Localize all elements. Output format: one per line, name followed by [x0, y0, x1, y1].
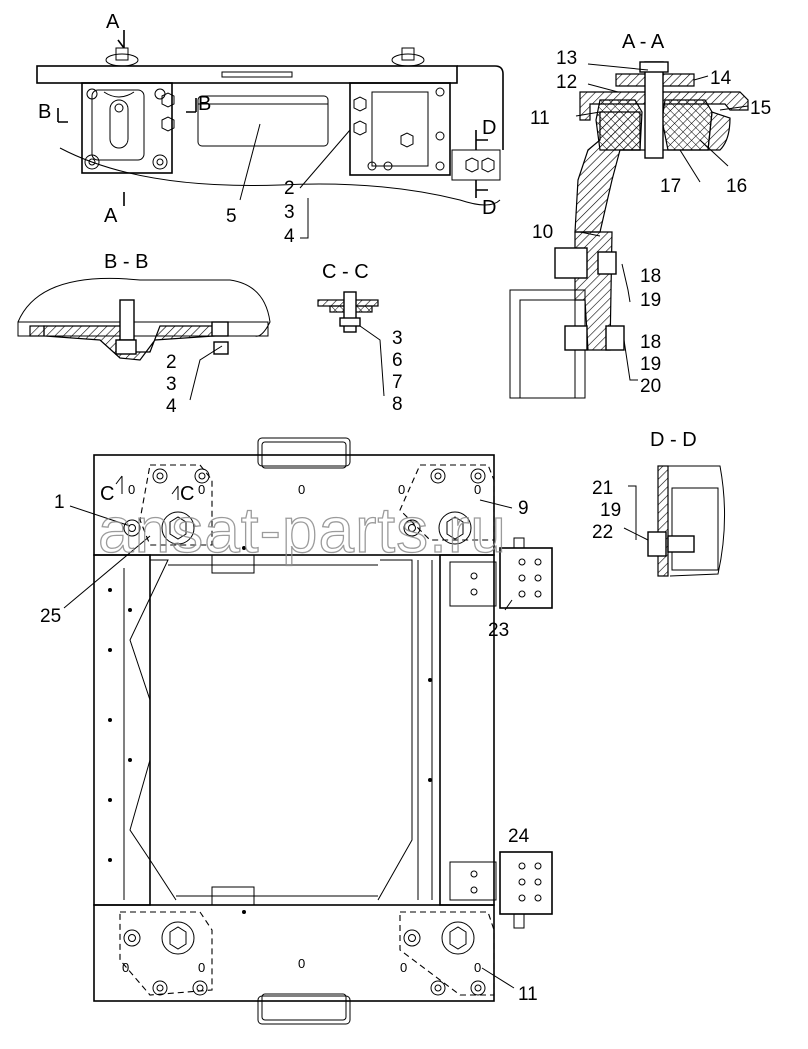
callout-16: 16 [726, 176, 747, 197]
callout-11-frame: 11 [518, 984, 538, 1005]
callout-9: 9 [518, 498, 529, 519]
watermark: ansat-parts.ru [98, 494, 507, 566]
callout-21: 21 [592, 478, 613, 499]
callout-15: 15 [750, 98, 771, 119]
callout-3-bb: 3 [166, 374, 177, 395]
section-mark-c-right: C [180, 483, 194, 505]
section-a-a [509, 61, 749, 399]
hole-mark: 0 [298, 956, 305, 971]
callout-5: 5 [226, 206, 237, 227]
hole-mark: 0 [298, 482, 305, 497]
section-mark-c-left: C [100, 483, 114, 505]
hole-mark: 0 [122, 960, 129, 975]
section-mark-b-left: B [38, 101, 51, 123]
callout-19-a: 19 [640, 290, 661, 311]
main-frame [63, 437, 553, 1025]
section-title-c-c: C - C [322, 261, 369, 283]
callout-1: 1 [54, 492, 65, 513]
section-mark-d-top: D [482, 117, 496, 139]
callout-11-aa: 11 [530, 108, 550, 129]
section-mark-b-right: B [198, 93, 211, 115]
callout-8: 8 [392, 394, 403, 415]
section-mark-a-bottom: A [104, 205, 118, 227]
hole-mark: 0 [198, 482, 205, 497]
callout-23: 23 [488, 620, 509, 641]
callout-14: 14 [710, 68, 732, 89]
callout-3-top: 3 [284, 202, 295, 223]
callout-24: 24 [508, 826, 530, 847]
section-title-b-b: B - B [104, 251, 148, 273]
callout-18-b: 18 [640, 332, 661, 353]
section-c-c [317, 291, 385, 397]
hole-mark: 0 [474, 960, 481, 975]
callout-2-top: 2 [284, 178, 295, 199]
callout-2-bb: 2 [166, 352, 177, 373]
callout-10: 10 [532, 222, 553, 243]
callout-25: 25 [40, 606, 61, 627]
top-view [36, 30, 504, 239]
hole-mark: 0 [400, 960, 407, 975]
section-b-b [17, 277, 271, 401]
callout-4-bb: 4 [166, 396, 177, 417]
labels: A - A B - B C - C D - D A A B B D D C C … [38, 11, 771, 1005]
callout-22: 22 [592, 522, 613, 543]
callout-6: 6 [392, 350, 403, 371]
hole-mark: 0 [398, 482, 405, 497]
section-title-d-d: D - D [650, 429, 697, 451]
section-title-a-a: A - A [622, 31, 665, 53]
hole-mark: 0 [128, 482, 135, 497]
section-mark-d-bottom: D [482, 197, 496, 219]
callout-13: 13 [556, 48, 577, 69]
callout-3-cc: 3 [392, 328, 403, 349]
callout-7: 7 [392, 372, 403, 393]
callout-4-top: 4 [284, 226, 295, 247]
hole-mark: 0 [474, 482, 481, 497]
section-d-d [623, 465, 726, 577]
section-mark-a-top: A [106, 11, 120, 33]
callout-12: 12 [556, 72, 577, 93]
callout-19-b: 19 [640, 354, 661, 375]
callout-18-a: 18 [640, 266, 661, 287]
callout-19-dd: 19 [600, 500, 621, 521]
hole-mark: 0 [198, 960, 205, 975]
callout-20: 20 [640, 376, 661, 397]
callout-17: 17 [660, 176, 681, 197]
